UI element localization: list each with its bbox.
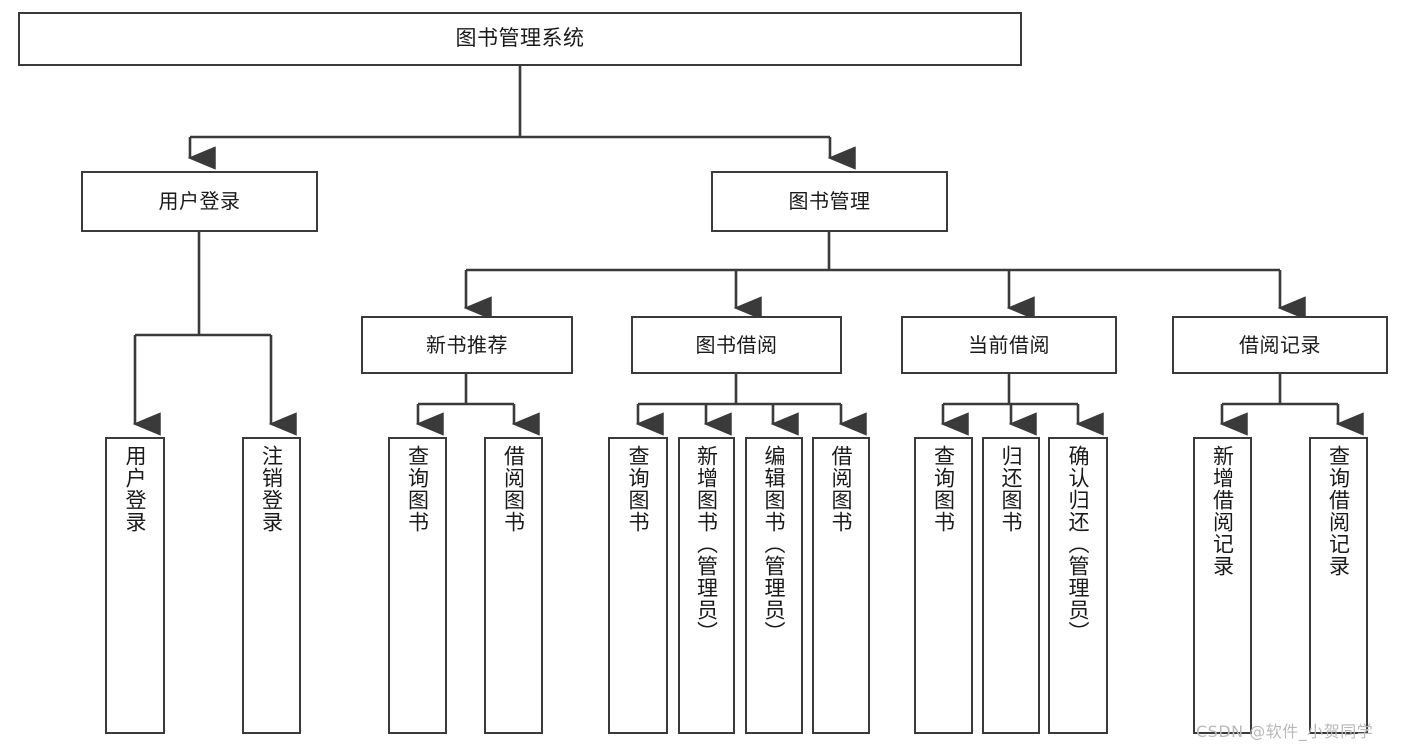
node-leaf-return-book[interactable]: 归还图书 [982,437,1040,734]
node-leaf-add-record[interactable]: 新增借阅记录 [1193,437,1252,734]
node-leaf-user-login-label: 用户登录 [123,445,148,533]
node-leaf-borrow-book-2[interactable]: 借阅图书 [812,437,870,734]
node-leaf-query-record-label: 查询借阅记录 [1326,445,1351,577]
node-leaf-return-book-label: 归还图书 [999,445,1024,533]
node-current-borrow-label: 当前借阅 [968,332,1050,357]
node-root[interactable]: 图书管理系统 [18,12,1022,66]
node-root-label: 图书管理系统 [455,26,585,51]
node-leaf-add-book-label: 新增图书（管理员） [694,445,719,643]
node-leaf-user-login[interactable]: 用户登录 [105,437,165,734]
node-current-borrow[interactable]: 当前借阅 [901,316,1117,374]
node-leaf-query-book-1-label: 查询图书 [405,445,430,533]
node-leaf-confirm-return[interactable]: 确认归还（管理员） [1048,437,1108,734]
node-leaf-query-record[interactable]: 查询借阅记录 [1309,437,1368,734]
node-leaf-query-book-3-label: 查询图书 [931,445,956,533]
node-leaf-query-book-1[interactable]: 查询图书 [388,437,447,734]
node-leaf-query-book-2[interactable]: 查询图书 [608,437,668,734]
node-new-book-recommend-label: 新书推荐 [426,332,508,357]
node-book-management[interactable]: 图书管理 [711,171,948,232]
node-book-borrow[interactable]: 图书借阅 [631,316,842,374]
node-leaf-borrow-book-2-label: 借阅图书 [829,445,854,533]
node-borrow-record[interactable]: 借阅记录 [1172,316,1388,374]
node-book-borrow-label: 图书借阅 [695,332,778,357]
node-leaf-edit-book-label: 编辑图书（管理员） [762,445,787,643]
node-leaf-query-book-2-label: 查询图书 [626,445,651,533]
node-leaf-borrow-book-1-label: 借阅图书 [501,445,526,533]
node-leaf-add-book[interactable]: 新增图书（管理员） [678,437,735,734]
node-new-book-recommend[interactable]: 新书推荐 [361,316,573,374]
node-user-login[interactable]: 用户登录 [81,171,318,232]
node-book-management-label: 图书管理 [788,189,871,214]
node-leaf-logout-label: 注销登录 [259,445,284,533]
node-leaf-edit-book[interactable]: 编辑图书（管理员） [745,437,803,734]
node-leaf-borrow-book-1[interactable]: 借阅图书 [484,437,543,734]
node-leaf-add-record-label: 新增借阅记录 [1210,445,1235,577]
csdn-watermark-text: CSDN @软件_小贺同学 [1196,722,1374,741]
node-leaf-confirm-return-label: 确认归还（管理员） [1066,445,1091,643]
node-borrow-record-label: 借阅记录 [1239,332,1321,357]
node-user-login-label: 用户登录 [158,189,241,214]
node-leaf-query-book-3[interactable]: 查询图书 [914,437,973,734]
node-leaf-logout[interactable]: 注销登录 [242,437,301,734]
csdn-watermark: CSDN @软件_小贺同学 [1196,718,1373,742]
